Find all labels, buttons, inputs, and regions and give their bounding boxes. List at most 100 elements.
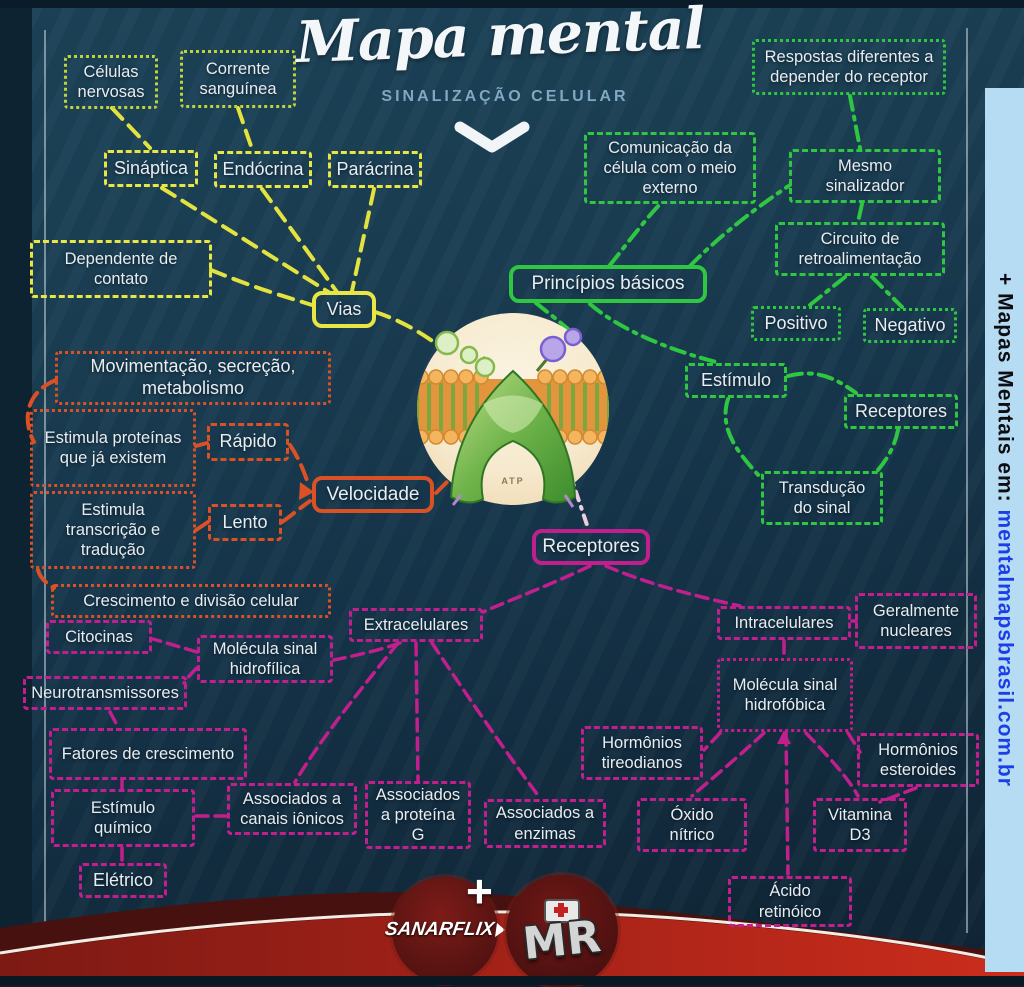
node-label: Associados a proteína G [375, 785, 461, 845]
node-transducao-do-sinal: Transdução do sinal [761, 471, 883, 525]
node-sinaptica: Sináptica [104, 150, 198, 187]
node-label: Crescimento e divisão celular [83, 591, 299, 610]
node-label: Negativo [874, 314, 946, 335]
node-label: Estimula transcrição e tradução [65, 500, 161, 560]
white-curve-line [0, 910, 1024, 968]
node-label: Receptores [854, 400, 948, 421]
node-label: Comunicação da célula com o meio externo [603, 138, 737, 198]
node-label: Associados a enzimas [495, 804, 595, 843]
node-label: Rápido [219, 431, 277, 452]
node-label: Parácrina [336, 158, 414, 179]
sidebar-text: + Mapas Mentais em: mentalmapsbrasil.com… [993, 273, 1017, 787]
node-circuito-retroalimentacao: Circuito de retroalimentação [775, 222, 945, 276]
node-label: Respostas diferentes a depender do recep… [764, 47, 934, 86]
node-label: Princípios básicos [531, 273, 685, 295]
node-estimulo: Estímulo [685, 363, 787, 398]
node-crescimento-divisao: Crescimento e divisão celular [51, 584, 331, 618]
node-label: Receptores [542, 536, 640, 558]
node-intracelulares: Intracelulares [717, 606, 851, 640]
node-associados-enzimas: Associados a enzimas [484, 799, 606, 848]
node-label: Vitamina D3 [828, 805, 892, 844]
node-estimula-proteinas: Estimula proteínas que já existem [30, 409, 196, 487]
node-receptores: Receptores [532, 529, 650, 565]
node-rapido: Rápido [207, 423, 289, 461]
node-mesmo-sinalizador: Mesmo sinalizador [789, 149, 941, 203]
yellow-links [110, 106, 440, 347]
node-comunicacao-celula: Comunicação da célula com o meio externo [584, 132, 756, 204]
node-eletrico: Elétrico [79, 863, 167, 898]
sidebar-prefix: + Mapas Mentais em: [993, 273, 1017, 510]
node-extracelulares: Extracelulares [349, 608, 483, 642]
mr-logo: MR [506, 875, 618, 987]
node-label: Hormônios tireodianos [601, 733, 683, 772]
node-endocrina: Endócrina [214, 151, 312, 188]
sanarflix-label: SANARFLIX [383, 919, 496, 940]
node-oxido-nitrico: Óxido nítrico [637, 798, 747, 852]
node-movimentacao-secrecao: Movimentação, secreção, metabolismo [55, 351, 331, 405]
node-label: Associados a canais iônicos [240, 789, 344, 828]
node-label: Positivo [764, 312, 828, 333]
top-edge-strip [0, 0, 1024, 8]
medical-bag-icon [544, 899, 580, 923]
arrowhead-hidrofobica [777, 730, 791, 744]
node-label: Mesmo sinalizador [825, 156, 905, 195]
arrowhead-velocidade [299, 482, 314, 500]
node-label: Estímulo químico [90, 798, 156, 837]
node-associados-proteina-g: Associados a proteína G [365, 781, 471, 849]
node-label: Molécula sinal hidrofílica [212, 639, 318, 678]
node-estimulo-quimico: Estímulo químico [51, 789, 195, 847]
node-label: Citocinas [65, 627, 133, 646]
node-label: Estímulo [700, 369, 772, 390]
node-label: Circuito de retroalimentação [798, 229, 922, 268]
cell-membrane-illustration: ATP [417, 313, 609, 508]
chevron-down-icon [454, 121, 530, 153]
node-paracrina: Parácrina [328, 151, 422, 188]
node-associados-canais-ionicos: Associados a canais iônicos [227, 783, 357, 835]
node-hormonios-tireodianos: Hormônios tireodianos [581, 726, 703, 780]
page-subtitle: SINALIZAÇÃO CELULAR [381, 88, 629, 105]
node-molecula-sinal-hidrofobica: Molécula sinal hidrofóbica [717, 658, 853, 732]
mr-logo-text: MR [520, 911, 604, 970]
node-principios-basicos: Princípios básicos [509, 265, 707, 303]
node-label: Lento [222, 511, 268, 532]
node-dependente-de-contato: Dependente de contato [30, 240, 212, 298]
node-celulas-nervosas: Células nervosas [64, 55, 158, 109]
node-vitamina-d3: Vitamina D3 [813, 798, 907, 852]
node-label: Neurotransmissores [31, 683, 179, 702]
node-positivo: Positivo [751, 306, 841, 341]
node-molecula-sinal-hidrofilica: Molécula sinal hidrofílica [197, 635, 333, 683]
node-label: Dependente de contato [64, 249, 178, 288]
node-vias: Vias [312, 291, 376, 328]
node-receptores-ciclo: Receptores [844, 394, 958, 429]
sidebar-site-url: mentalmapsbrasil.com.br [993, 509, 1017, 787]
node-label: Extracelulares [363, 615, 469, 634]
node-label: Molécula sinal hidrofóbica [732, 675, 838, 714]
node-label: Endócrina [222, 158, 304, 179]
bottom-dark-strip [0, 976, 1024, 985]
node-label: Vias [326, 298, 362, 319]
node-lento: Lento [208, 504, 282, 541]
node-label: Óxido nítrico [669, 805, 715, 844]
node-label: Células nervosas [77, 62, 145, 101]
node-label: Velocidade [326, 483, 420, 505]
node-respostas-diferentes: Respostas diferentes a depender do recep… [752, 39, 946, 95]
node-label: Ácido retinóico [758, 882, 822, 921]
receptor-protein [449, 356, 577, 508]
plus-sign: + [466, 865, 493, 917]
node-label: Transdução do sinal [778, 478, 866, 517]
node-acido-retinoico: Ácido retinóico [728, 876, 852, 927]
node-label: Fatores de crescimento [61, 744, 235, 763]
node-label: Movimentação, secreção, metabolismo [90, 356, 296, 398]
node-label: Intracelulares [734, 613, 834, 632]
sanarflix-logo: SANARFLIX [384, 877, 506, 983]
node-fatores-de-crescimento: Fatores de crescimento [49, 728, 247, 780]
sidebar: + Mapas Mentais em: mentalmapsbrasil.com… [985, 88, 1024, 972]
node-negativo: Negativo [863, 308, 957, 343]
atp-label: ATP [501, 476, 524, 486]
node-corrente-sanguinea: Corrente sanguínea [180, 50, 296, 108]
node-geralmente-nucleares: Geralmente nucleares [855, 593, 977, 649]
node-citocinas: Citocinas [46, 620, 152, 654]
node-estimula-transcricao: Estimula transcrição e tradução [30, 491, 196, 569]
